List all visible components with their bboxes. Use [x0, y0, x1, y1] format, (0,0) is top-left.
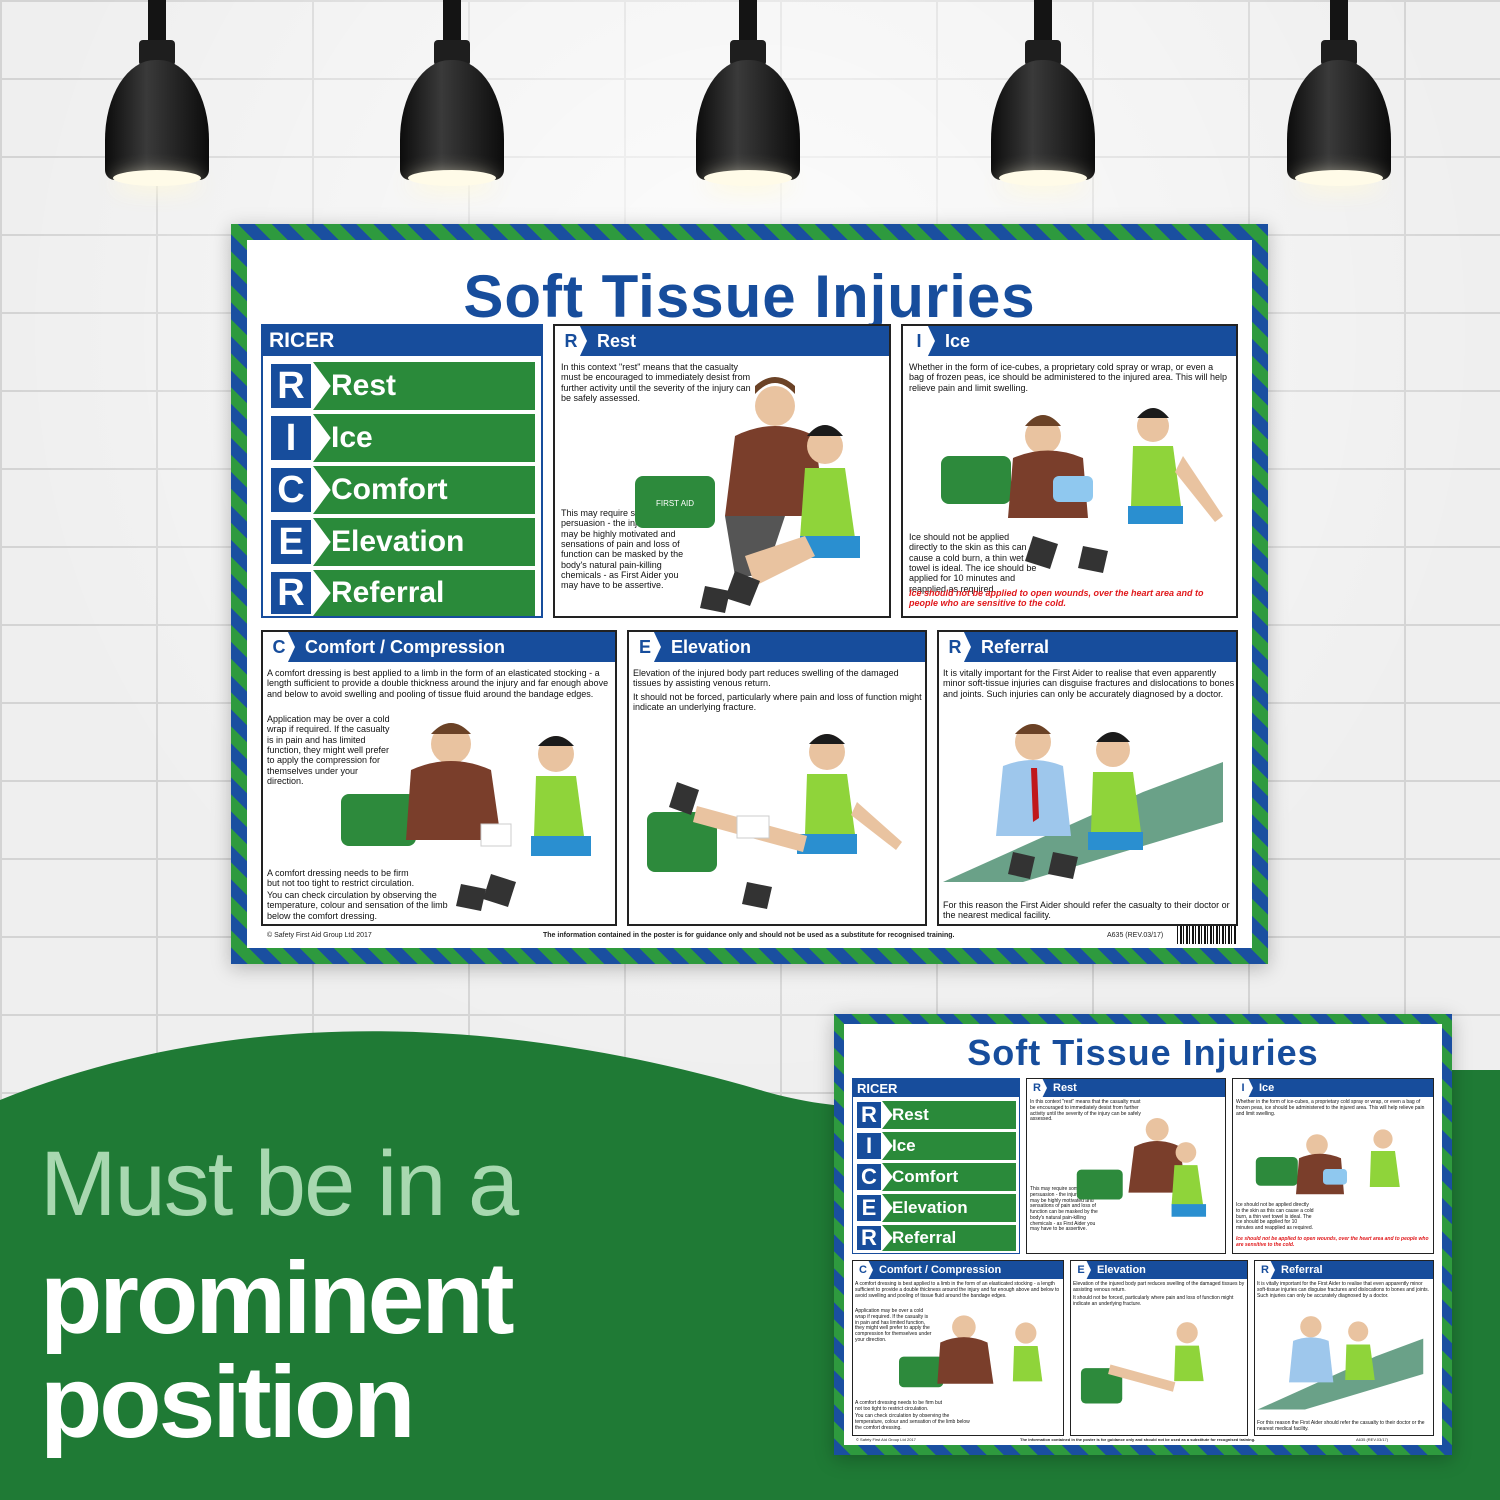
comfort-text-1: A comfort dressing is best applied to a …	[267, 668, 609, 699]
ceiling-lamp	[991, 0, 1095, 190]
svg-text:FIRST AID: FIRST AID	[656, 499, 694, 508]
rest-text-1: In this context "rest" means that the ca…	[561, 362, 751, 404]
ice-text-1: Whether in the form of ice-cubes, a prop…	[909, 362, 1228, 393]
elevation-text-2: It should not be forced, particularly wh…	[633, 692, 922, 713]
barcode	[1177, 926, 1237, 944]
comfort-text-3: A comfort dressing needs to be firm but …	[267, 868, 415, 889]
rest-text-2: This may require some persuasion - the i…	[561, 508, 685, 591]
comfort-text-4: You can check circulation by observing t…	[267, 890, 448, 921]
ceiling-lamp	[400, 0, 504, 190]
ricer-heading: RICER	[263, 326, 541, 356]
banner-line-3: position	[40, 1345, 416, 1459]
ice-illustration	[941, 408, 1223, 573]
banner-line-2: prominent	[40, 1241, 515, 1355]
ceiling-lamp	[1287, 0, 1391, 190]
poster-title: Soft Tissue Injuries	[463, 263, 1036, 330]
footer-copyright: © Safety First Aid Group Ltd 2017	[267, 932, 372, 939]
small-rest-illustration	[1076, 1117, 1207, 1217]
comfort-text-2: Application may be over a cold wrap if r…	[267, 714, 390, 787]
referral-text-1: It is vitally important for the First Ai…	[943, 668, 1235, 699]
ice-text-2: Ice should not be applied directly to th…	[909, 532, 1037, 594]
small-elevation-illustration	[1080, 1322, 1204, 1404]
comfort-illustration	[341, 723, 591, 911]
ice-warning: Ice should not be applied to open wounds…	[909, 588, 1204, 609]
ceiling-lamp	[696, 0, 800, 190]
elevation-text-1: Elevation of the injured body part reduc…	[633, 668, 899, 689]
referral-illustration	[943, 724, 1223, 882]
elevation-illustration	[647, 734, 902, 909]
poster-small-title: Soft Tissue Injuries	[967, 1032, 1319, 1073]
ceiling-lamp	[105, 0, 209, 190]
banner-line-1: Must be in a	[40, 1133, 519, 1235]
small-comfort-illustration	[899, 1315, 1043, 1388]
small-ice-illustration	[1255, 1129, 1400, 1195]
footer-code: A635 (REV.03/17)	[1107, 932, 1164, 939]
rest-illustration: FIRST AID	[635, 377, 860, 613]
footer-disclaimer: The information contained in the poster …	[543, 932, 955, 939]
referral-text-2: For this reason the First Aider should r…	[943, 900, 1230, 921]
small-referral-illustration	[1257, 1316, 1424, 1410]
